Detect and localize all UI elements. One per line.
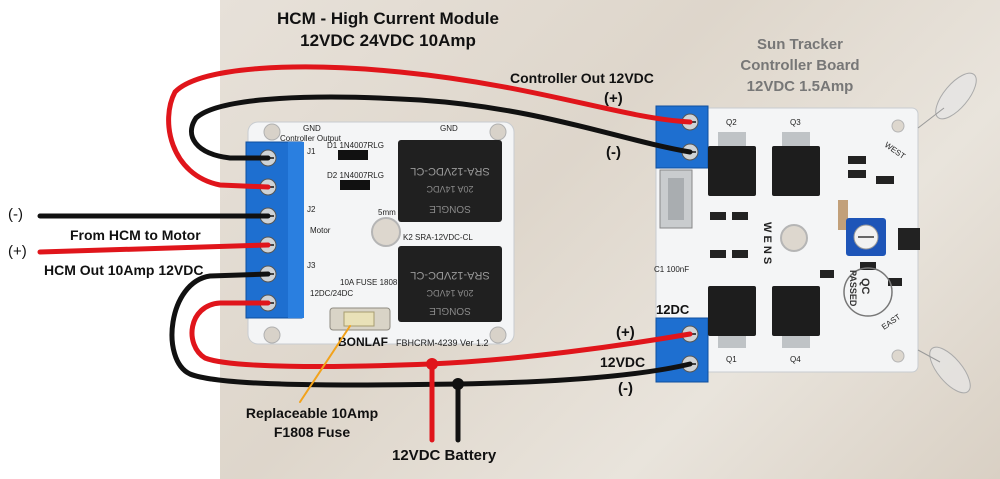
hcm-title-line2: 12VDC 24VDC 10Amp <box>300 31 476 50</box>
relay-k1-brand: SONGLE <box>429 203 471 214</box>
fuse-callout-line <box>299 325 351 403</box>
wire-controller-out-red <box>166 64 693 190</box>
silk-wens: W E N S <box>761 222 773 264</box>
silk-model: FBHCRM-4239 Ver 1.2 <box>396 338 489 348</box>
relay-k2: SRA-12VDC-CL 20A 14VDC SONGLE <box>398 246 502 322</box>
silk-2-5mm: 2.5mm <box>448 315 473 324</box>
silk-d2: D2 1N4007RLG <box>327 171 384 180</box>
relay-k2-sub: 20A 14VDC <box>426 288 474 298</box>
label-fuse-line2: F1808 Fuse <box>273 424 351 440</box>
label-plus-left: (+) <box>8 243 27 260</box>
tracker-board: Q2 Q3 Q1 Q4 C1 100nF WEST EAST W E N S Q… <box>654 105 920 383</box>
silk-qc: QC <box>859 278 871 295</box>
silk-q3: Q3 <box>790 118 801 127</box>
silk-controller-output: Controller Output <box>280 134 342 143</box>
hcm-board: SRA-12VDC-CL 20A 14VDC SONGLE SRA-12VDC-… <box>245 121 515 349</box>
silk-j2: J2 <box>307 205 316 214</box>
silk-passed: PASSED <box>848 270 858 307</box>
tracker-terminal-top <box>655 105 709 169</box>
tracker-mosfets <box>708 146 820 336</box>
label-minus-right: (-) <box>618 380 633 397</box>
label-controller-out: Controller Out 12VDC <box>510 70 654 86</box>
silk-k2: K2 SRA-12VDC-CL <box>403 233 473 242</box>
tracker-title: Sun Tracker Controller Board 12VDC 1.5Am… <box>705 34 895 97</box>
wire-controller-out-black <box>189 94 693 161</box>
silk-d1: D1 1N4007RLG <box>327 141 384 150</box>
potentiometer <box>846 218 886 256</box>
label-plus-right: (+) <box>616 324 635 341</box>
silk-gnd-2: GND <box>440 124 458 133</box>
junction-black <box>452 378 464 390</box>
silk-cap: C1 100nF <box>654 265 689 274</box>
label-fuse-line1: Replaceable 10Amp <box>245 405 379 421</box>
silk-12dc: 12DC <box>656 302 690 317</box>
relay-k1-text: SRA-12VDC-CL <box>410 165 489 177</box>
relay-k2-text: SRA-12VDC-CL <box>410 269 489 281</box>
wire-power-red <box>189 300 693 369</box>
tracker-terminal-bottom <box>655 317 709 383</box>
ldr-sensor-bottom <box>917 346 971 394</box>
hcm-title: HCM - High Current Module 12VDC 24VDC 10… <box>238 8 538 52</box>
silk-5mm: 5mm <box>378 208 396 217</box>
tracker-title-line3: 12VDC 1.5Amp <box>746 78 854 95</box>
hcm-terminal-block <box>245 141 304 319</box>
tracker-title-line2: Controller Board <box>740 57 860 74</box>
label-12vdc: 12VDC <box>600 354 646 370</box>
label-fuse: Replaceable 10Amp F1808 Fuse <box>232 404 392 442</box>
silk-brand: BONLAF <box>338 335 388 349</box>
silk-q2: Q2 <box>726 118 737 127</box>
label-hcm-out: HCM Out 10Amp 12VDC <box>44 262 204 278</box>
relay-k2-brand: SONGLE <box>429 305 471 316</box>
silk-j1: J1 <box>307 147 316 156</box>
silk-j3: J3 <box>307 261 316 270</box>
silk-motor: Motor <box>310 226 331 235</box>
label-from-hcm: From HCM to Motor <box>70 227 201 243</box>
junction-red <box>426 358 438 370</box>
label-minus-top: (-) <box>606 144 621 161</box>
relay-k1-sub: 20A 14VDC <box>426 184 474 194</box>
ldr-sensor-top <box>917 72 977 129</box>
label-battery: 12VDC Battery <box>392 447 497 464</box>
label-plus-top: (+) <box>604 90 623 107</box>
silk-fuse: 10A FUSE 1808 <box>340 278 398 287</box>
tracker-title-line1: Sun Tracker <box>757 36 843 53</box>
hcm-title-line1: HCM - High Current Module <box>277 9 499 28</box>
relay-k1: SRA-12VDC-CL 20A 14VDC SONGLE <box>398 140 502 222</box>
label-minus-left: (-) <box>8 206 23 223</box>
silk-q4: Q4 <box>790 355 801 364</box>
wire-motor-red <box>37 242 271 255</box>
wire-power-black <box>169 271 693 388</box>
silk-q1: Q1 <box>726 355 737 364</box>
silk-12-24: 12DC/24DC <box>310 289 353 298</box>
silk-gnd-1: GND <box>303 124 321 133</box>
hcm-fuse <box>329 307 391 331</box>
